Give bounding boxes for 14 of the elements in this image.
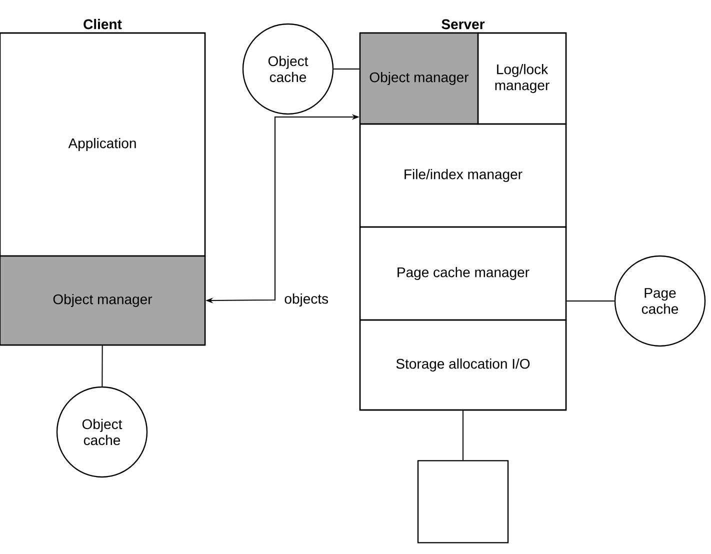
connector-line (462, 410, 464, 461)
connector-line (333, 68, 360, 70)
node-label: Server (442, 19, 485, 30)
layer-box: File/index manager (359, 123, 567, 228)
layer-box: Log/lock manager (477, 32, 567, 125)
layer-box: Storage allocation I/O (359, 319, 567, 411)
layer-box: Page cache manager (359, 226, 567, 321)
edge-label: objects (282, 291, 331, 309)
layer-box: Object manager (0, 255, 206, 346)
disk-cylinder (417, 460, 509, 544)
node-label: Client (84, 18, 122, 30)
connector-line (102, 345, 103, 387)
connector-line (566, 300, 615, 302)
layer-box: Object manager (359, 32, 479, 125)
